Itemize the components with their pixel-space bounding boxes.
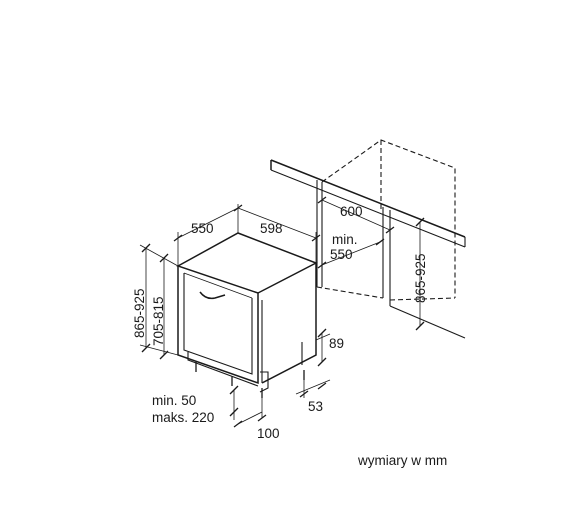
dim-niche-width-label: 600 [340, 204, 363, 219]
dim-total-height-label: 865-925 [132, 288, 147, 338]
dim-niche-depth-value-label: 550 [330, 247, 353, 262]
dim-depth-label: 550 [191, 221, 214, 236]
dimension-lines [139, 196, 425, 428]
dim-foot-offset-label: 100 [257, 426, 280, 441]
dim-rear-gap-label: 53 [308, 399, 323, 414]
dim-plinth-max-label: maks. 220 [152, 410, 214, 425]
dim-niche-height-label: 865-925 [413, 253, 428, 303]
door-handle [199, 291, 226, 300]
niche-outline [270, 139, 466, 339]
units-caption: wymiary w mm [357, 453, 447, 468]
dim-plinth-height-label: 89 [329, 336, 344, 351]
dim-plinth-min-label: min. 50 [152, 393, 196, 408]
dim-niche-depth-min-label: min. [332, 232, 358, 247]
dim-width-label: 598 [260, 221, 283, 236]
dim-door-height-label: 705-815 [151, 296, 166, 346]
dishwasher-body [176, 232, 318, 398]
